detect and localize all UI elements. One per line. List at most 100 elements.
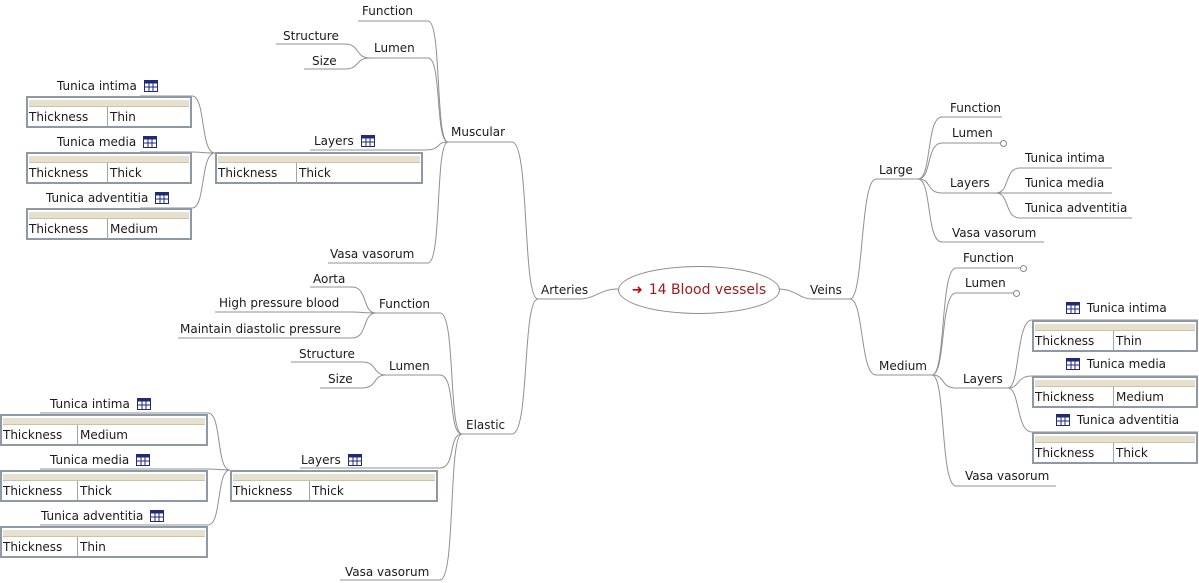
collapsed-node-indicator[interactable]: [1020, 265, 1027, 272]
node-muscular[interactable]: Muscular: [451, 125, 506, 139]
collapsed-node-indicator[interactable]: [1013, 290, 1020, 297]
table-value: Thin: [1116, 334, 1142, 348]
table-key: Thickness: [2, 537, 78, 557]
table-key: Thickness: [28, 107, 108, 127]
table-value: Thick: [1116, 446, 1148, 460]
node-muscular-tunica-media[interactable]: Tunica media: [57, 135, 160, 149]
node-large-layers[interactable]: Layers: [950, 176, 990, 190]
table-header: [29, 212, 189, 219]
table-value: Thin: [80, 540, 106, 554]
table-header: [3, 530, 205, 537]
node-large-lumen[interactable]: Lumen: [952, 126, 993, 140]
tunica-label: Tunica adventitia: [46, 191, 149, 205]
node-elastic-lumen-structure[interactable]: Structure: [299, 347, 355, 361]
table-key: Thickness: [217, 163, 297, 183]
table-icon: [136, 398, 151, 410]
node-large-tunica-media[interactable]: Tunica media: [1025, 176, 1105, 190]
node-large-tunica-intima[interactable]: Tunica intima: [1025, 151, 1105, 165]
node-medium-function[interactable]: Function: [963, 251, 1015, 265]
layers-label: Layers: [301, 453, 341, 467]
node-elastic-function-aorta[interactable]: Aorta: [313, 272, 346, 286]
collapsed-node-indicator[interactable]: [1000, 140, 1007, 147]
table-value: Medium: [1116, 390, 1164, 404]
node-elastic-tunica-intima[interactable]: Tunica intima: [50, 397, 154, 411]
table-icon: [1056, 414, 1070, 426]
node-muscular-lumen-structure[interactable]: Structure: [283, 29, 339, 43]
central-topic[interactable]: ➜ 14 Blood vessels: [618, 266, 780, 314]
table-key: Thickness: [28, 219, 108, 239]
node-muscular-vasa-vasorum[interactable]: Vasa vasorum: [330, 247, 415, 261]
node-elastic-vasa-vasorum[interactable]: Vasa vasorum: [345, 565, 430, 579]
node-elastic-function[interactable]: Function: [379, 297, 431, 311]
node-medium-lumen[interactable]: Lumen: [965, 276, 1006, 290]
node-large-function[interactable]: Function: [950, 101, 1002, 115]
table-key: Thickness: [2, 425, 78, 445]
table-header: [3, 474, 205, 481]
node-medium-layers[interactable]: Layers: [963, 372, 1003, 386]
table-header: [29, 156, 189, 163]
node-elastic-tunica-media[interactable]: Tunica media: [50, 453, 153, 467]
table-value: Thick: [312, 484, 344, 498]
table-header: [3, 418, 205, 425]
table-value: Thin: [110, 110, 136, 124]
tunica-label: Tunica intima: [50, 397, 130, 411]
node-medium-tunica-adventitia[interactable]: Tunica adventitia: [1053, 413, 1179, 427]
table-value: Medium: [110, 222, 158, 236]
node-medium-tunica-media[interactable]: Tunica media: [1063, 357, 1166, 371]
table-value: Thick: [299, 166, 331, 180]
node-elastic-lumen[interactable]: Lumen: [389, 359, 430, 373]
node-muscular-lumen[interactable]: Lumen: [374, 41, 415, 55]
table-header: [1035, 380, 1195, 387]
tunica-label: Tunica intima: [57, 79, 137, 93]
node-elastic-tunica-adventitia[interactable]: Tunica adventitia: [41, 509, 167, 523]
node-elastic-function-high-pressure[interactable]: High pressure blood: [219, 296, 340, 310]
table-icon: [155, 192, 170, 204]
node-arteries[interactable]: Arteries: [541, 283, 589, 297]
tunica-label: Tunica adventitia: [1076, 413, 1180, 427]
node-muscular-tunica-intima[interactable]: Tunica intima: [57, 79, 161, 93]
node-large[interactable]: Large: [879, 163, 913, 177]
node-medium-tunica-intima[interactable]: Tunica intima: [1063, 301, 1167, 315]
table-icon: [360, 135, 375, 147]
node-elastic-layers[interactable]: Layers: [301, 453, 365, 467]
table-key: Thickness: [1034, 443, 1114, 463]
table-header: [233, 474, 435, 481]
table-value: Thick: [80, 484, 112, 498]
node-medium-vasa-vasorum[interactable]: Vasa vasorum: [965, 469, 1050, 483]
table-icon: [347, 454, 362, 466]
table-header: [218, 156, 420, 163]
node-elastic-function-diastolic[interactable]: Maintain diastolic pressure: [180, 322, 341, 336]
tunica-label: Tunica media: [50, 453, 130, 467]
central-topic-label: 14 Blood vessels: [648, 282, 767, 298]
node-large-vasa-vasorum[interactable]: Vasa vasorum: [952, 226, 1037, 240]
node-muscular-lumen-size[interactable]: Size: [312, 54, 337, 68]
table-icon: [150, 510, 165, 522]
node-elastic[interactable]: Elastic: [466, 418, 506, 432]
tunica-label: Tunica adventitia: [41, 509, 144, 523]
node-large-tunica-adventitia[interactable]: Tunica adventitia: [1025, 201, 1128, 215]
table-icon: [136, 454, 151, 466]
table-key: Thickness: [2, 481, 78, 501]
table-icon: [143, 136, 158, 148]
table-key: Thickness: [1034, 387, 1114, 407]
node-medium[interactable]: Medium: [879, 359, 927, 373]
arrow-icon: ➜: [631, 282, 643, 298]
tunica-label: Tunica media: [1086, 357, 1167, 371]
node-muscular-function[interactable]: Function: [362, 4, 414, 18]
node-elastic-lumen-size[interactable]: Size: [328, 372, 353, 386]
node-muscular-tunica-adventitia[interactable]: Tunica adventitia: [46, 191, 172, 205]
node-veins[interactable]: Veins: [810, 283, 842, 297]
node-muscular-layers[interactable]: Layers: [314, 134, 378, 148]
table-value: Thick: [110, 166, 142, 180]
table-header: [29, 100, 189, 107]
